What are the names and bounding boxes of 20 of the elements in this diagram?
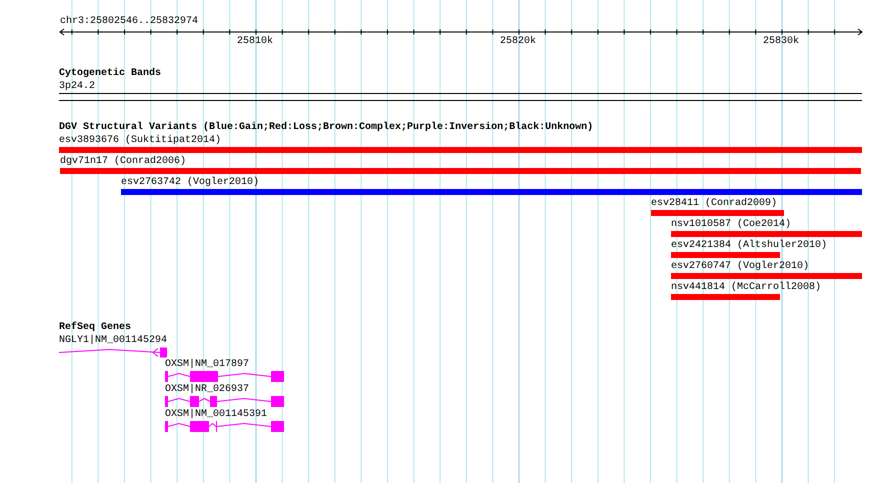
gene-label: OXSM|NR_026937 — [165, 384, 250, 395]
coordinate-label: 25820k — [500, 36, 536, 47]
gene-label: OXSM|NM_001145391 — [165, 409, 268, 420]
band-label: 3p24.2 — [59, 81, 96, 92]
track-title: RefSeq Genes — [59, 322, 132, 333]
variant-label: dgv71n17 (Conrad2006) — [60, 156, 186, 167]
coordinate-label: 25810k — [237, 36, 274, 47]
position-label: chr3:25802546..25832974 — [60, 16, 198, 27]
variant-label: esv2421384 (Altshuler2010) — [671, 240, 828, 251]
variant-label: esv3893676 (Suktitipat2014) — [59, 135, 222, 146]
track-title: Cytogenetic Bands — [59, 68, 162, 79]
variant-label: nsv441814 (McCarroll2008) — [671, 282, 822, 293]
variant-label: nsv1010587 (Coe2014) — [671, 219, 792, 230]
variant-label: esv2763742 (Vogler2010) — [121, 177, 260, 188]
track-title: DGV Structural Variants (Blue:Gain;Red:Loss;Brown:Complex;Purple:Inversion;Black:Unknown) — [59, 122, 594, 133]
gene-label: OXSM|NM_017897 — [165, 359, 250, 370]
gene-label: NGLY1|NM_001145294 — [59, 335, 168, 346]
coordinate-label: 25830k — [763, 36, 800, 47]
variant-label: esv28411 (Conrad2009) — [651, 198, 778, 209]
variant-label: esv2760747 (Vogler2010) — [671, 261, 810, 272]
